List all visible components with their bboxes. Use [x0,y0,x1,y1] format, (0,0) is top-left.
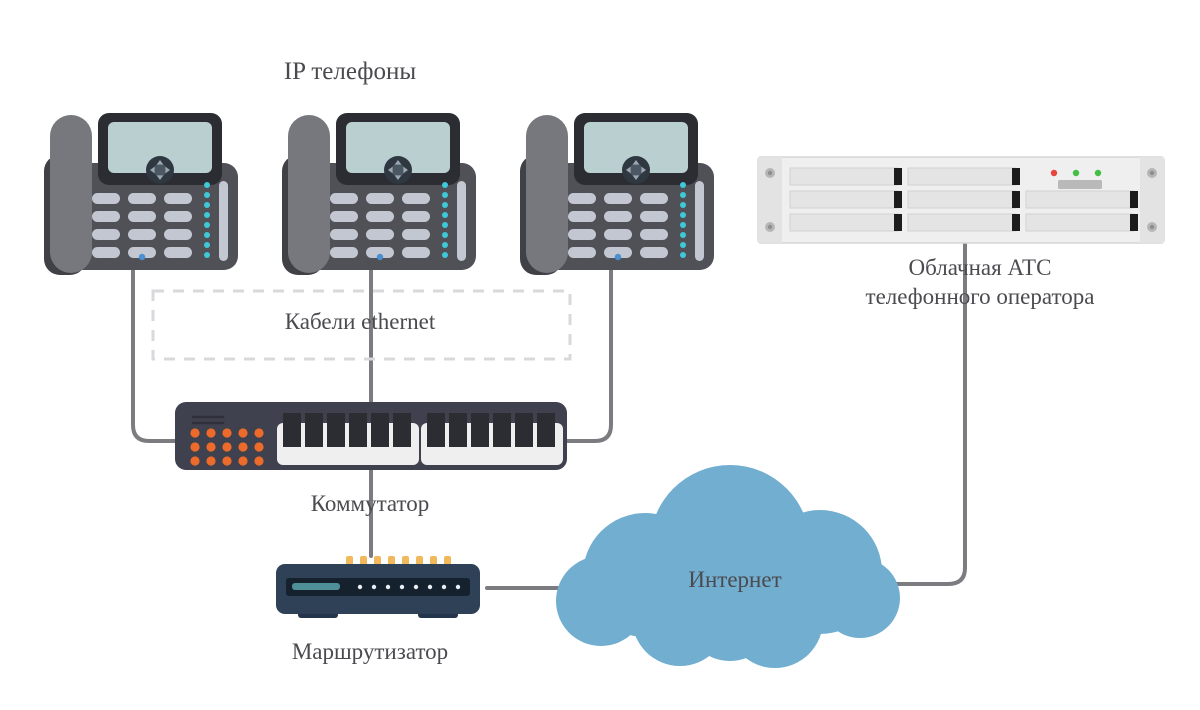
cable-internet-pbx [866,238,967,586]
cloud-pbx-server [757,156,1165,244]
ip-phone-3 [520,113,714,275]
ip-phone-1 [44,113,238,275]
label-ethernet-cables: Кабели ethernet [284,309,436,334]
internet-cloud [556,465,900,668]
router-status-dots [357,584,461,590]
label-router: Маршрутизатор [291,639,449,664]
cable-phone1-switch [131,262,182,443]
cable-phone3-switch [564,262,613,443]
router [276,556,480,618]
label-cloud-pbx: Облачная АТС телефонного оператора [820,254,1140,312]
label-cloud-pbx-line2: телефонного оператора [865,283,1095,309]
switch-led-matrix [190,428,264,466]
label-switch: Коммутатор [310,491,430,516]
label-ip-phones: IP телефоны [283,58,417,85]
ip-phone-2 [282,113,476,275]
label-internet: Интернет [688,567,782,592]
server-power-button [1058,180,1102,189]
switch-port-bank-right [421,413,563,465]
network-switch [175,402,567,470]
label-cloud-pbx-line1: Облачная АТС [908,255,1052,280]
ethernet-cables-box [151,289,572,361]
switch-port-bank-left [277,413,419,465]
server-status-leds [1050,169,1102,177]
server-drive-bays [789,167,1138,232]
